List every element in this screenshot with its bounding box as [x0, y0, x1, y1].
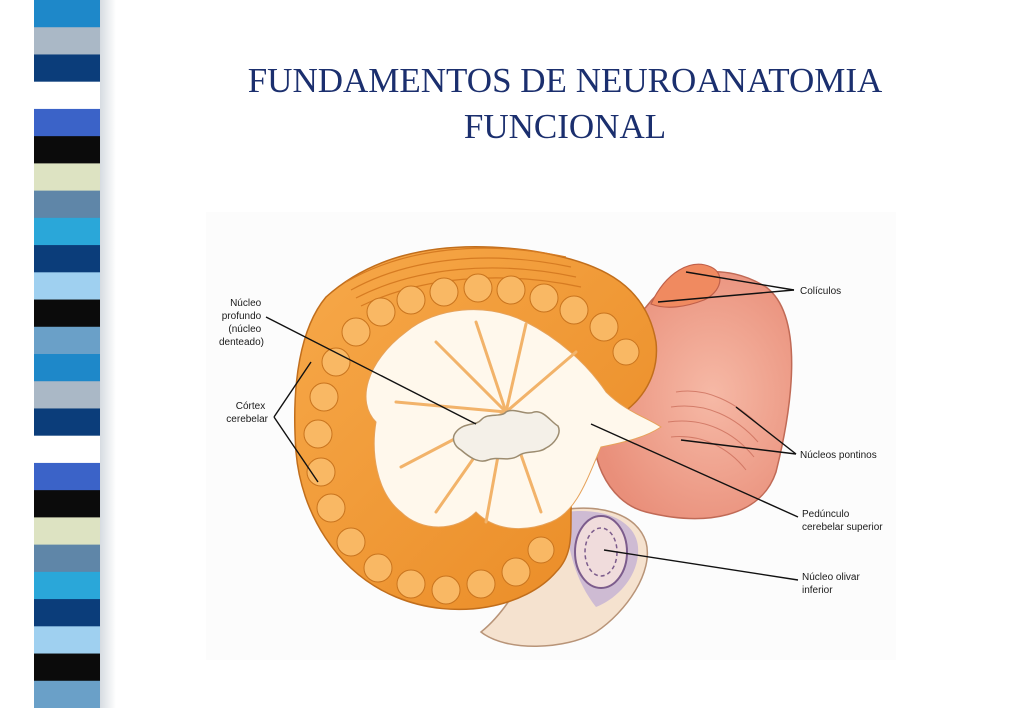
folia [303, 273, 640, 605]
cerebellar-surface-striations [345, 247, 582, 307]
label-nucleo-olivar: Núcleo olivar inferior [802, 572, 863, 596]
stripe-block [34, 490, 100, 518]
stripe-block [34, 27, 100, 55]
stripe-shadow [100, 0, 116, 708]
stripe-block [34, 680, 100, 708]
stripe-block [34, 326, 100, 355]
label-cortex-cerebelar: Córtex cerebelar [226, 401, 268, 425]
stripe-block [34, 136, 100, 164]
stripe-block [34, 435, 100, 464]
stripe-block [34, 626, 100, 655]
stripe-block [34, 163, 100, 192]
title-line-2: FUNCIONAL [463, 107, 667, 146]
stripe-block [34, 653, 100, 682]
stripe-block [34, 245, 100, 273]
stripe-block [34, 354, 100, 382]
label-nucleo-profundo: Núcleo profundo (núcleo denteado) [219, 298, 264, 348]
label-nucleos-pontinos: Núcleos pontinos [800, 450, 877, 461]
stripe-block [34, 571, 100, 600]
stripe-block [34, 54, 100, 83]
stripe-block [34, 190, 100, 219]
stripe-block [34, 299, 100, 328]
inferior-olivary-nucleus [574, 515, 628, 589]
stripe-block [34, 599, 100, 627]
leader-lines [265, 271, 799, 581]
dentate-nucleus [452, 409, 560, 462]
decorative-stripe [34, 0, 100, 708]
label-coliculos: Colículos [800, 286, 841, 297]
stripe-block [34, 517, 100, 546]
stripe-block [34, 408, 100, 437]
stripe-block [34, 544, 100, 573]
stripe-block [34, 272, 100, 301]
stripe-block [34, 217, 100, 246]
slide-title: FUNDAMENTOS DE NEUROANATOMIA FUNCIONAL [150, 58, 980, 150]
stripe-block [34, 108, 100, 137]
stripe-block [34, 0, 100, 28]
cerebellum-illustration: Núcleo profundo (núcleo denteado) Córtex… [206, 212, 896, 660]
label-peduncle: Pedúnculo cerebelar superior [802, 509, 883, 533]
stripe-block [34, 381, 100, 409]
stripe-block [34, 462, 100, 491]
stripe-block [34, 81, 100, 110]
title-line-1: FUNDAMENTOS DE NEUROANATOMIA [247, 61, 883, 100]
